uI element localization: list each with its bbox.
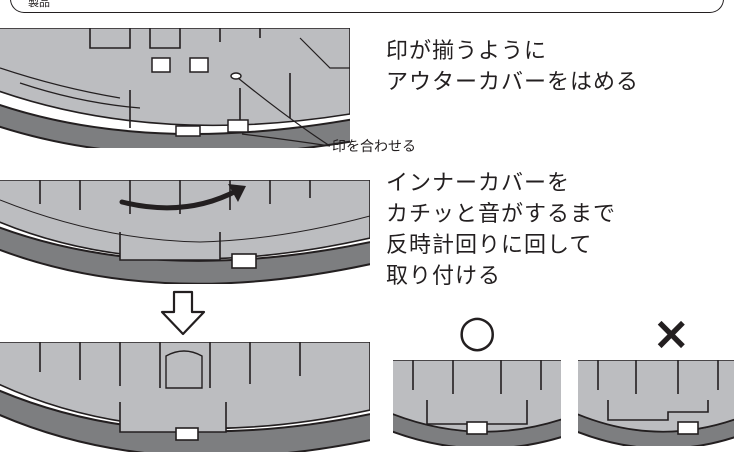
installed-cover-illustration	[0, 342, 370, 452]
correct-position-illustration	[393, 360, 561, 446]
step2-line-4: 取り付ける	[386, 264, 502, 289]
outer-cover-illustration	[0, 28, 350, 148]
header-label: 製品	[28, 0, 50, 9]
step1-line-2: アウターカバーをはめる	[386, 70, 640, 95]
rotation-arrow-icon	[119, 184, 246, 211]
step2-line-2: カチッと音がするまで	[386, 202, 617, 227]
inner-cover-illustration	[0, 180, 370, 284]
ok-mark: ○	[458, 306, 497, 357]
align-marks-callout: 印を合わせる	[332, 139, 416, 155]
down-arrow-icon	[160, 290, 206, 336]
step2-line-3: 反時計回りに回して	[386, 233, 593, 258]
step1-line-1: 印が揃うように	[386, 39, 548, 64]
callout-leader	[237, 77, 331, 147]
step1-instructions: 印が揃うように アウターカバーをはめる	[386, 36, 639, 98]
step2-line-1: インナーカバーを	[386, 171, 571, 196]
step2-instructions: インナーカバーを カチッと音がするまで 反時計回りに回して 取り付ける	[386, 168, 616, 292]
incorrect-position-illustration	[578, 360, 734, 446]
ng-mark: ×	[652, 306, 691, 360]
header-frame	[10, 0, 724, 13]
